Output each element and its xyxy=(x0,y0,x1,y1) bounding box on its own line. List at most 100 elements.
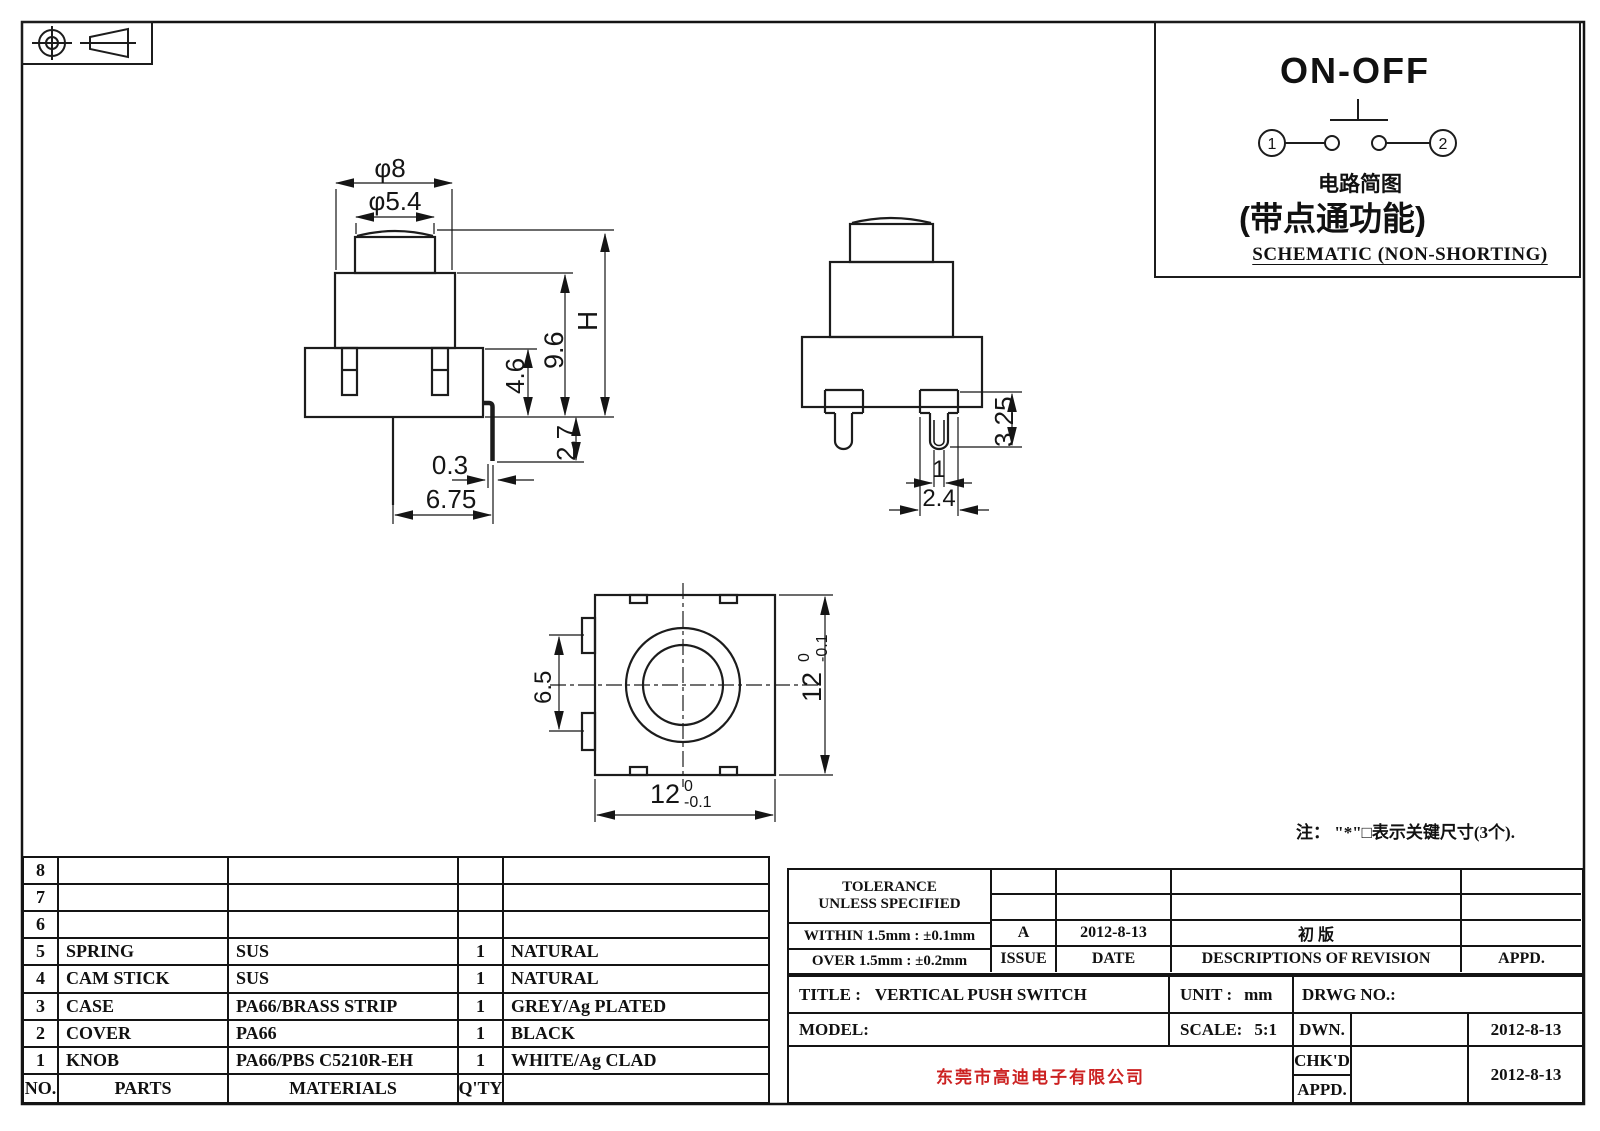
parts-row-2-no: 2 xyxy=(24,1020,59,1048)
drwg-no-cell: DRWG NO.: xyxy=(1294,977,1583,1014)
schematic-title: ON-OFF xyxy=(1280,50,1430,91)
parts-row-6-color xyxy=(504,912,768,940)
revision-issue-value: A xyxy=(992,920,1057,947)
parts-row-6-material xyxy=(229,912,459,940)
top-view-dimensions xyxy=(549,594,833,822)
revision-empty-cell xyxy=(992,895,1057,921)
parts-table: 8 7 6 5 SPRING SUS 1 NATURAL 4 CAM STICK… xyxy=(22,856,770,1104)
unit-cell: UNIT : mm xyxy=(1170,977,1294,1014)
tolerance-line2: UNLESS SPECIFIED xyxy=(818,896,961,912)
top-view-centerlines xyxy=(550,583,818,787)
dwn-signature-cell xyxy=(1352,1014,1469,1047)
parts-header-parts: PARTS xyxy=(59,1074,229,1102)
parts-row-7-no: 7 xyxy=(24,885,59,913)
parts-row-7-part xyxy=(59,885,229,913)
revision-empty-cell xyxy=(1462,895,1581,921)
parts-row-5-no: 5 xyxy=(24,939,59,967)
parts-header-no: NO. xyxy=(24,1074,59,1102)
parts-row-1-part: KNOB xyxy=(59,1047,229,1075)
parts-row-8-color xyxy=(504,858,768,886)
sheet-border xyxy=(20,20,1586,1106)
revision-empty-cell xyxy=(1057,870,1172,896)
appd-label: APPD. xyxy=(1294,1076,1352,1103)
schematic-terminal-2-label: 2 xyxy=(1439,136,1448,153)
dim-body-width-tol-upper: 0 xyxy=(684,778,693,795)
parts-row-4-part: CAM STICK xyxy=(59,966,229,994)
parts-row-4-no: 4 xyxy=(24,966,59,994)
parts-row-2-color: BLACK xyxy=(504,1021,768,1048)
schematic-circuit-icon xyxy=(1154,21,1581,278)
parts-row-5-color: NATURAL xyxy=(504,939,768,967)
parts-row-4-qty: 1 xyxy=(459,966,504,994)
parts-row-3-qty: 1 xyxy=(459,993,504,1021)
parts-row-7-color xyxy=(504,885,768,913)
title-cell: TITLE : VERTICAL PUSH SWITCH xyxy=(789,977,1170,1014)
parts-row-6-qty xyxy=(459,912,504,940)
schematic-terminal-1-label: 1 xyxy=(1268,136,1277,153)
dim-total-height: H xyxy=(572,311,603,331)
parts-row-8-part xyxy=(59,858,229,886)
scale-label: SCALE: xyxy=(1180,1019,1243,1039)
schematic-caption-cn-big: (带点通功能) xyxy=(1239,200,1426,237)
parts-row-1-color: WHITE/Ag CLAD xyxy=(504,1048,768,1075)
parts-row-1-material: PA66/PBS C5210R-EH xyxy=(229,1047,459,1075)
chkd-appd-signature-cell xyxy=(1352,1047,1469,1103)
revision-empty-cell xyxy=(1462,870,1581,896)
parts-row-8-qty xyxy=(459,858,504,886)
side-view-outline xyxy=(800,216,984,451)
parts-row-5-material: SUS xyxy=(229,939,459,967)
title-block: TITLE : VERTICAL PUSH SWITCH UNIT : mm D… xyxy=(787,975,1584,1104)
unit-label: UNIT : xyxy=(1180,984,1233,1004)
revision-description-label: DESCRIPTIONS OF REVISION xyxy=(1172,946,1462,972)
revision-empty-cell xyxy=(1172,895,1462,921)
dim-body-depth-tol-upper: 0 xyxy=(796,653,813,662)
parts-row-3-part: CASE xyxy=(59,993,229,1021)
parts-header-qty: Q'TY xyxy=(459,1074,504,1102)
parts-row-8-no: 8 xyxy=(24,858,59,886)
dim-knob-top-dia: φ5.4 xyxy=(368,186,421,216)
parts-header-color xyxy=(504,1075,768,1102)
scale-cell: SCALE: 5:1 xyxy=(1170,1014,1294,1047)
dim-pin-protrusion: 3.25 xyxy=(989,396,1019,447)
unit-value: mm xyxy=(1244,984,1273,1004)
parts-row-4-color: NATURAL xyxy=(504,966,768,994)
parts-row-1-no: 1 xyxy=(24,1047,59,1075)
parts-header-materials: MATERIALS xyxy=(229,1074,459,1102)
tolerance-line1: TOLERANCE xyxy=(842,879,937,895)
tolerance-revision-block: TOLERANCE UNLESS SPECIFIED WITHIN 1.5mm … xyxy=(787,868,1584,975)
parts-row-6-no: 6 xyxy=(24,912,59,940)
title-value: VERTICAL PUSH SWITCH xyxy=(874,984,1087,1004)
dim-terminal-offset: 6.75 xyxy=(426,484,477,514)
revision-date-value: 2012-8-13 xyxy=(1057,920,1172,947)
key-dimension-note: 注： "*"□表示关键尺寸(3个). xyxy=(1296,823,1515,842)
revision-empty-cell xyxy=(1057,895,1172,921)
parts-row-8-material xyxy=(229,858,459,886)
parts-row-5-qty: 1 xyxy=(459,939,504,967)
dim-base-height: 4.6 xyxy=(500,358,530,394)
tolerance-label: TOLERANCE UNLESS SPECIFIED xyxy=(789,870,992,924)
dim-upper-height: 9.6 xyxy=(539,331,569,369)
tolerance-within: WITHIN 1.5mm : ±0.1mm xyxy=(789,924,992,950)
tolerance-over: OVER 1.5mm : ±0.2mm xyxy=(789,950,992,972)
dim-knob-dia: φ8 xyxy=(374,153,405,183)
parts-row-2-qty: 1 xyxy=(459,1020,504,1048)
front-view-outline xyxy=(303,229,485,505)
parts-row-7-qty xyxy=(459,885,504,913)
dim-body-width-tol-lower: -0.1 xyxy=(684,794,712,811)
parts-row-1-qty: 1 xyxy=(459,1047,504,1075)
dwn-label: DWN. xyxy=(1294,1014,1352,1047)
parts-row-3-material: PA66/BRASS STRIP xyxy=(229,993,459,1021)
revision-date-label: DATE xyxy=(1057,946,1172,972)
front-view-dimensions xyxy=(334,178,614,524)
front-terminal-strip xyxy=(484,400,495,461)
dim-terminal-drop: 2.7 xyxy=(551,425,581,461)
scale-value: 5:1 xyxy=(1254,1019,1278,1039)
parts-row-6-part xyxy=(59,912,229,940)
dim-tab-pitch: 6.5 xyxy=(530,671,557,704)
chkd-label: CHK'D xyxy=(1294,1047,1352,1076)
schematic-caption-en: SCHEMATIC (NON-SHORTING) xyxy=(1252,244,1548,265)
title-label: TITLE : xyxy=(799,984,861,1004)
revision-empty-cell xyxy=(992,870,1057,896)
